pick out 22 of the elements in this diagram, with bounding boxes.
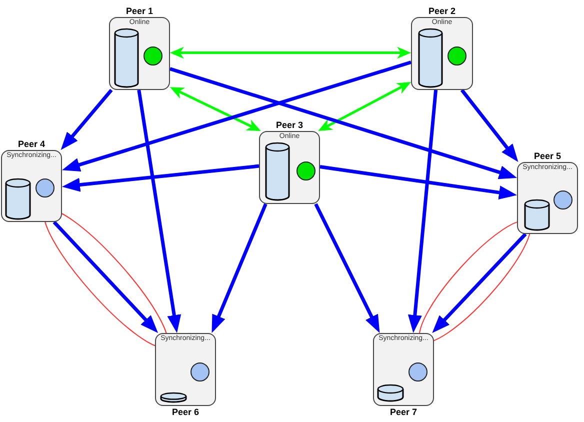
double-headed-arrow	[318, 80, 412, 132]
arrow	[169, 67, 518, 180]
arrow	[460, 88, 520, 164]
arrow	[62, 164, 260, 192]
double-headed-arrow	[169, 86, 262, 132]
double-headed-arrow	[170, 46, 411, 59]
arrow	[320, 165, 518, 200]
arrow	[52, 220, 160, 334]
peer-name: Peer 4	[18, 139, 46, 149]
arrow	[408, 90, 438, 334]
peer-name: Peer 3	[276, 120, 304, 130]
arrow	[59, 88, 113, 152]
arrow	[61, 60, 412, 172]
peer-name: Peer 7	[390, 407, 418, 417]
arrow	[430, 232, 527, 334]
arrow	[137, 90, 182, 334]
arrow	[210, 203, 268, 334]
peer-name: Peer 6	[172, 407, 200, 417]
peer-name: Peer 1	[126, 6, 154, 16]
peer-name: Peer 2	[428, 6, 456, 16]
arrow	[314, 203, 382, 334]
peer-name: Peer 5	[534, 151, 562, 161]
